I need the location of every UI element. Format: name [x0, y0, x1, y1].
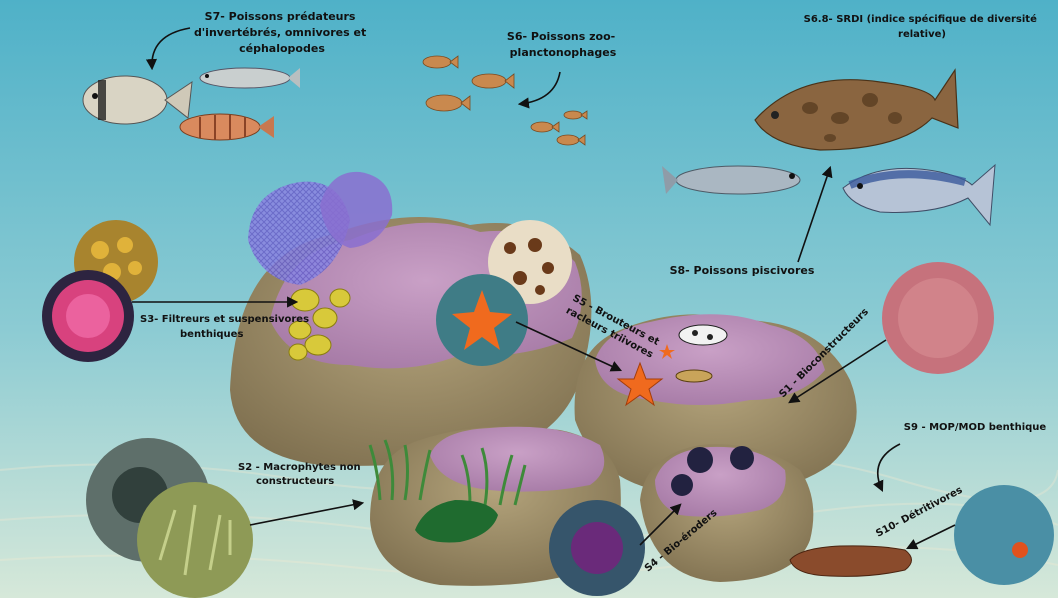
sea-cucumber-icon [790, 546, 912, 577]
photo-circle-seagrass [137, 482, 253, 598]
label-s8: S8- Poissons piscivores [670, 264, 815, 277]
photo-circle-urchin [549, 500, 645, 596]
photo-circle-detritus [954, 485, 1054, 585]
cowrie-icon [676, 370, 712, 382]
label-s9: S9 - MOP/MOD benthique [904, 422, 1047, 433]
photo-circle-red-coralline [882, 262, 994, 374]
nudibranch-icon [679, 325, 727, 345]
photo-circle-pink-fan [42, 270, 134, 362]
photo-circle-starfish [436, 274, 528, 366]
